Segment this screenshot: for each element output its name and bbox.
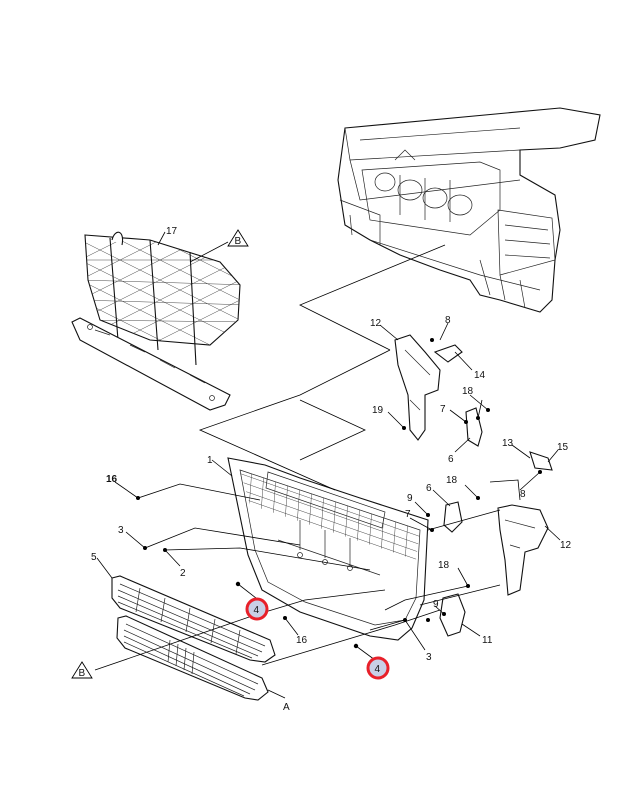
callout-8-lower: 8 xyxy=(520,489,526,500)
callout-3-upper: 3 xyxy=(118,525,124,536)
fasteners xyxy=(136,338,542,649)
vehicle-front-end xyxy=(337,107,601,313)
callout-2: 2 xyxy=(180,568,186,579)
ref-b-lower-label: B xyxy=(79,668,86,679)
lower-grille-insert xyxy=(116,615,269,701)
callout-4-lower: 4 xyxy=(375,664,381,675)
bracket-6-lower xyxy=(443,501,463,533)
callout-16-upper: 16 xyxy=(106,474,118,485)
reference-triangle-b-lower: B xyxy=(71,661,93,679)
callout-4-upper: 4 xyxy=(254,605,260,616)
callout-17: 17 xyxy=(166,226,178,237)
callout-9-lower: 9 xyxy=(433,599,439,610)
callout-18-lower: 18 xyxy=(438,560,450,571)
callout-19: 19 xyxy=(372,405,384,416)
callout-13: 13 xyxy=(502,438,514,449)
ref-b-upper-label: B xyxy=(235,236,242,247)
bracket-12-lower xyxy=(497,504,549,596)
callout-A: A xyxy=(283,702,290,713)
callout-8-upper: 8 xyxy=(445,315,451,326)
callout-11: 11 xyxy=(482,635,493,646)
callout-labels: 17 1 16 3 2 5 16 3 A 12 8 14 18 19 7 6 1… xyxy=(91,226,572,713)
callout-15: 15 xyxy=(557,442,569,453)
callout-12-upper: 12 xyxy=(370,318,382,329)
callout-14: 14 xyxy=(474,370,486,381)
callout-5: 5 xyxy=(91,552,97,563)
bracket-14 xyxy=(433,344,463,363)
grille-guard xyxy=(71,231,241,411)
highlight-callout-4-lower: 4 xyxy=(366,656,390,680)
upper-grille-insert xyxy=(111,575,276,663)
callout-1: 1 xyxy=(207,455,213,466)
callout-12-lower: 12 xyxy=(560,540,572,551)
callout-9-upper: 9 xyxy=(407,493,413,504)
grille-frame xyxy=(227,457,429,641)
callout-16-lower: 16 xyxy=(296,635,308,646)
callout-6-lower: 6 xyxy=(426,483,432,494)
bracket-6-upper xyxy=(465,407,483,447)
callout-7-upper: 7 xyxy=(440,404,446,415)
bracket-12-upper xyxy=(394,334,441,441)
callout-18-mid: 18 xyxy=(446,475,458,486)
callout-6-upper: 6 xyxy=(448,454,454,465)
callout-3-lower: 3 xyxy=(426,652,432,663)
highlight-callout-4-upper: 4 xyxy=(245,597,269,621)
bracket-13-15 xyxy=(529,451,553,471)
reference-triangle-b-upper: B xyxy=(227,229,249,247)
bracket-11 xyxy=(439,593,466,637)
leader-lines xyxy=(94,231,561,699)
callout-18-upper: 18 xyxy=(462,386,474,397)
callout-7-lower: 7 xyxy=(405,509,411,520)
